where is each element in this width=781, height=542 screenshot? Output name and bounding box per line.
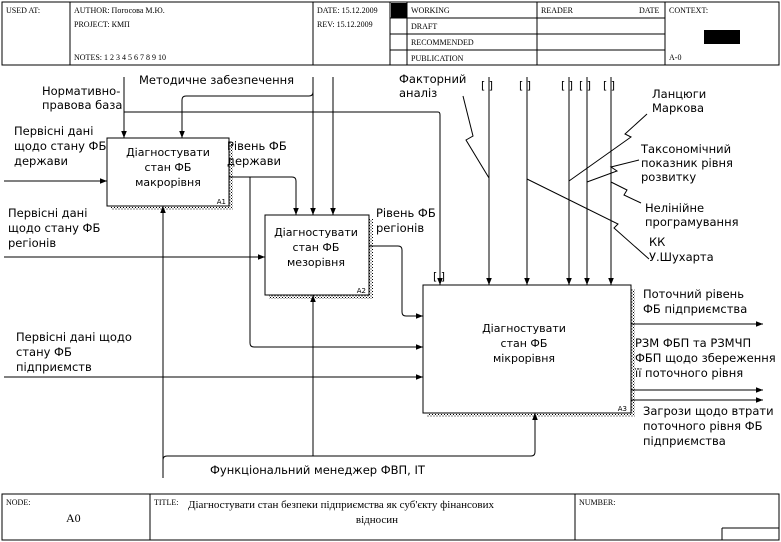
arrow-normative-branch-a3 (124, 111, 443, 285)
arrow-level-state-a3 (249, 177, 423, 350)
activity-a1-node: A1 (217, 198, 226, 206)
label-input-enterprises-3: підприємств (16, 360, 92, 374)
activity-a2[interactable]: Діагностувати стан ФБ мезорівня A2 (264, 214, 373, 299)
label-rzm-2: ФБП щодо збереження (635, 351, 776, 365)
activity-a3-line3: мікрорівня (493, 352, 555, 365)
footer-frame (1, 493, 780, 541)
label-factor-1: Факторний (399, 72, 466, 86)
label-nonlinear-2: програмування (645, 215, 739, 229)
header-frame (1, 1, 780, 66)
label-rzm-1: РЗМ ФБП та РЗМЧП (635, 336, 751, 350)
label-input-enterprises-1: Первісні дані щодо (16, 330, 132, 344)
author-label: AUTHOR: Погосова М.Ю. (74, 6, 165, 15)
title-line-2: відносин (356, 514, 398, 526)
status-working: WORKING (411, 6, 450, 15)
activity-a2-line1: Діагностувати (274, 226, 358, 239)
context-label: CONTEXT: (669, 6, 708, 15)
label-input-regions-3: регіонів (8, 236, 56, 250)
tunnel-mark-6: [ ] (433, 270, 445, 283)
label-kk-1: КК (649, 235, 665, 249)
activity-a1[interactable]: Діагностувати стан ФБ макрорівня A1 (106, 137, 233, 210)
node-label: NODE: (6, 498, 30, 507)
title-line-1: Діагностувати стан безпеки підприємства … (188, 499, 494, 511)
activity-a2-node: A2 (357, 287, 366, 295)
label-level-regions-2: регіонів (376, 221, 424, 235)
project-label: PROJECT: КМП (74, 20, 130, 29)
activity-a3-line2: стан ФБ (501, 337, 548, 350)
label-markov-2: Маркова (652, 101, 704, 115)
label-normative-2: правова база (42, 98, 122, 112)
squiggle-factor (462, 95, 490, 179)
node-value: A0 (66, 511, 81, 525)
label-taxonomic-1: Таксономічний (640, 142, 731, 156)
context-box (704, 30, 740, 44)
activity-a1-line3: макрорівня (135, 176, 201, 189)
tunnel-mark-2: [ ] (519, 79, 531, 92)
used-at-label: USED AT: (6, 6, 40, 15)
tunnel-mark-5: [ ] (603, 79, 615, 92)
label-input-regions-1: Первісні дані (8, 206, 87, 220)
label-current-level-1: Поточний рівень (643, 287, 744, 301)
label-threats-2: поточного рівня ФБ (643, 419, 763, 433)
reader-date-label: DATE (639, 6, 660, 15)
activity-a3[interactable]: Діагностувати стан ФБ мікрорівня A3 (422, 284, 635, 417)
label-nonlinear-1: Нелінійне (645, 201, 704, 215)
reader-label: READER (541, 6, 574, 15)
status-draft: DRAFT (411, 22, 437, 31)
number-label: NUMBER: (579, 498, 615, 507)
label-level-state-1: Рівень ФБ (227, 139, 287, 153)
title-label: TITLE: (154, 498, 178, 507)
label-rzm-3: її поточного рівня (634, 366, 743, 380)
squiggle-markov (568, 113, 648, 182)
label-methodical: Методичне забезпечення (139, 73, 294, 87)
label-current-level-2: ФБ підприємства (643, 302, 747, 316)
label-input-state-1: Первісні дані (14, 124, 93, 138)
arrow-level-regions-a3 (369, 245, 423, 319)
activity-a2-line3: мезорівня (287, 256, 345, 269)
activity-a2-line2: стан ФБ (293, 241, 340, 254)
label-level-regions-1: Рівень ФБ (376, 206, 436, 220)
tunnel-mark-3: [ ] (561, 79, 573, 92)
label-input-enterprises-2: стану ФБ (16, 345, 72, 359)
label-markov-1: Ланцюги (652, 87, 706, 101)
tunnel-mark-1: [ ] (481, 79, 493, 92)
activity-a1-line1: Діагностувати (126, 146, 210, 159)
context-node: A-0 (669, 53, 681, 62)
status-recommended: RECOMMENDED (411, 38, 474, 47)
status-publication: PUBLICATION (411, 54, 464, 63)
label-input-regions-2: щодо стану ФБ (8, 221, 100, 235)
label-threats-1: Загрози щодо втрати (643, 404, 774, 418)
squiggle-nonlinear (610, 181, 642, 204)
tunnel-mark-4: [ ] (579, 79, 591, 92)
notes-label: NOTES: 1 2 3 4 5 6 7 8 9 10 (74, 53, 166, 62)
label-taxonomic-3: розвитку (641, 170, 696, 184)
label-kk-2: У.Шухарта (649, 250, 714, 264)
arrow-level-state-a2 (229, 176, 299, 215)
squiggle-kk (526, 178, 650, 260)
label-input-state-2: щодо стану ФБ (14, 139, 106, 153)
label-level-state-2: держави (227, 154, 281, 168)
label-normative-1: Нормативно- (42, 84, 120, 98)
activity-a3-line1: Діагностувати (482, 322, 566, 335)
label-input-state-3: держави (14, 154, 68, 168)
label-factor-2: аналіз (399, 86, 437, 100)
working-marker (391, 3, 407, 18)
activity-a1-line2: стан ФБ (145, 161, 192, 174)
date-label: DATE: 15.12.2009 (317, 6, 378, 15)
label-mechanism: Функціональний менеджер ФВП, ІТ (210, 463, 426, 477)
activity-a3-node: A3 (618, 405, 627, 413)
label-taxonomic-2: показник рівня (641, 156, 733, 170)
rev-label: REV: 15.12.2009 (317, 20, 373, 29)
squiggle-taxonomic (586, 159, 640, 183)
arrows (4, 77, 763, 478)
label-threats-3: підприємства (643, 434, 726, 448)
